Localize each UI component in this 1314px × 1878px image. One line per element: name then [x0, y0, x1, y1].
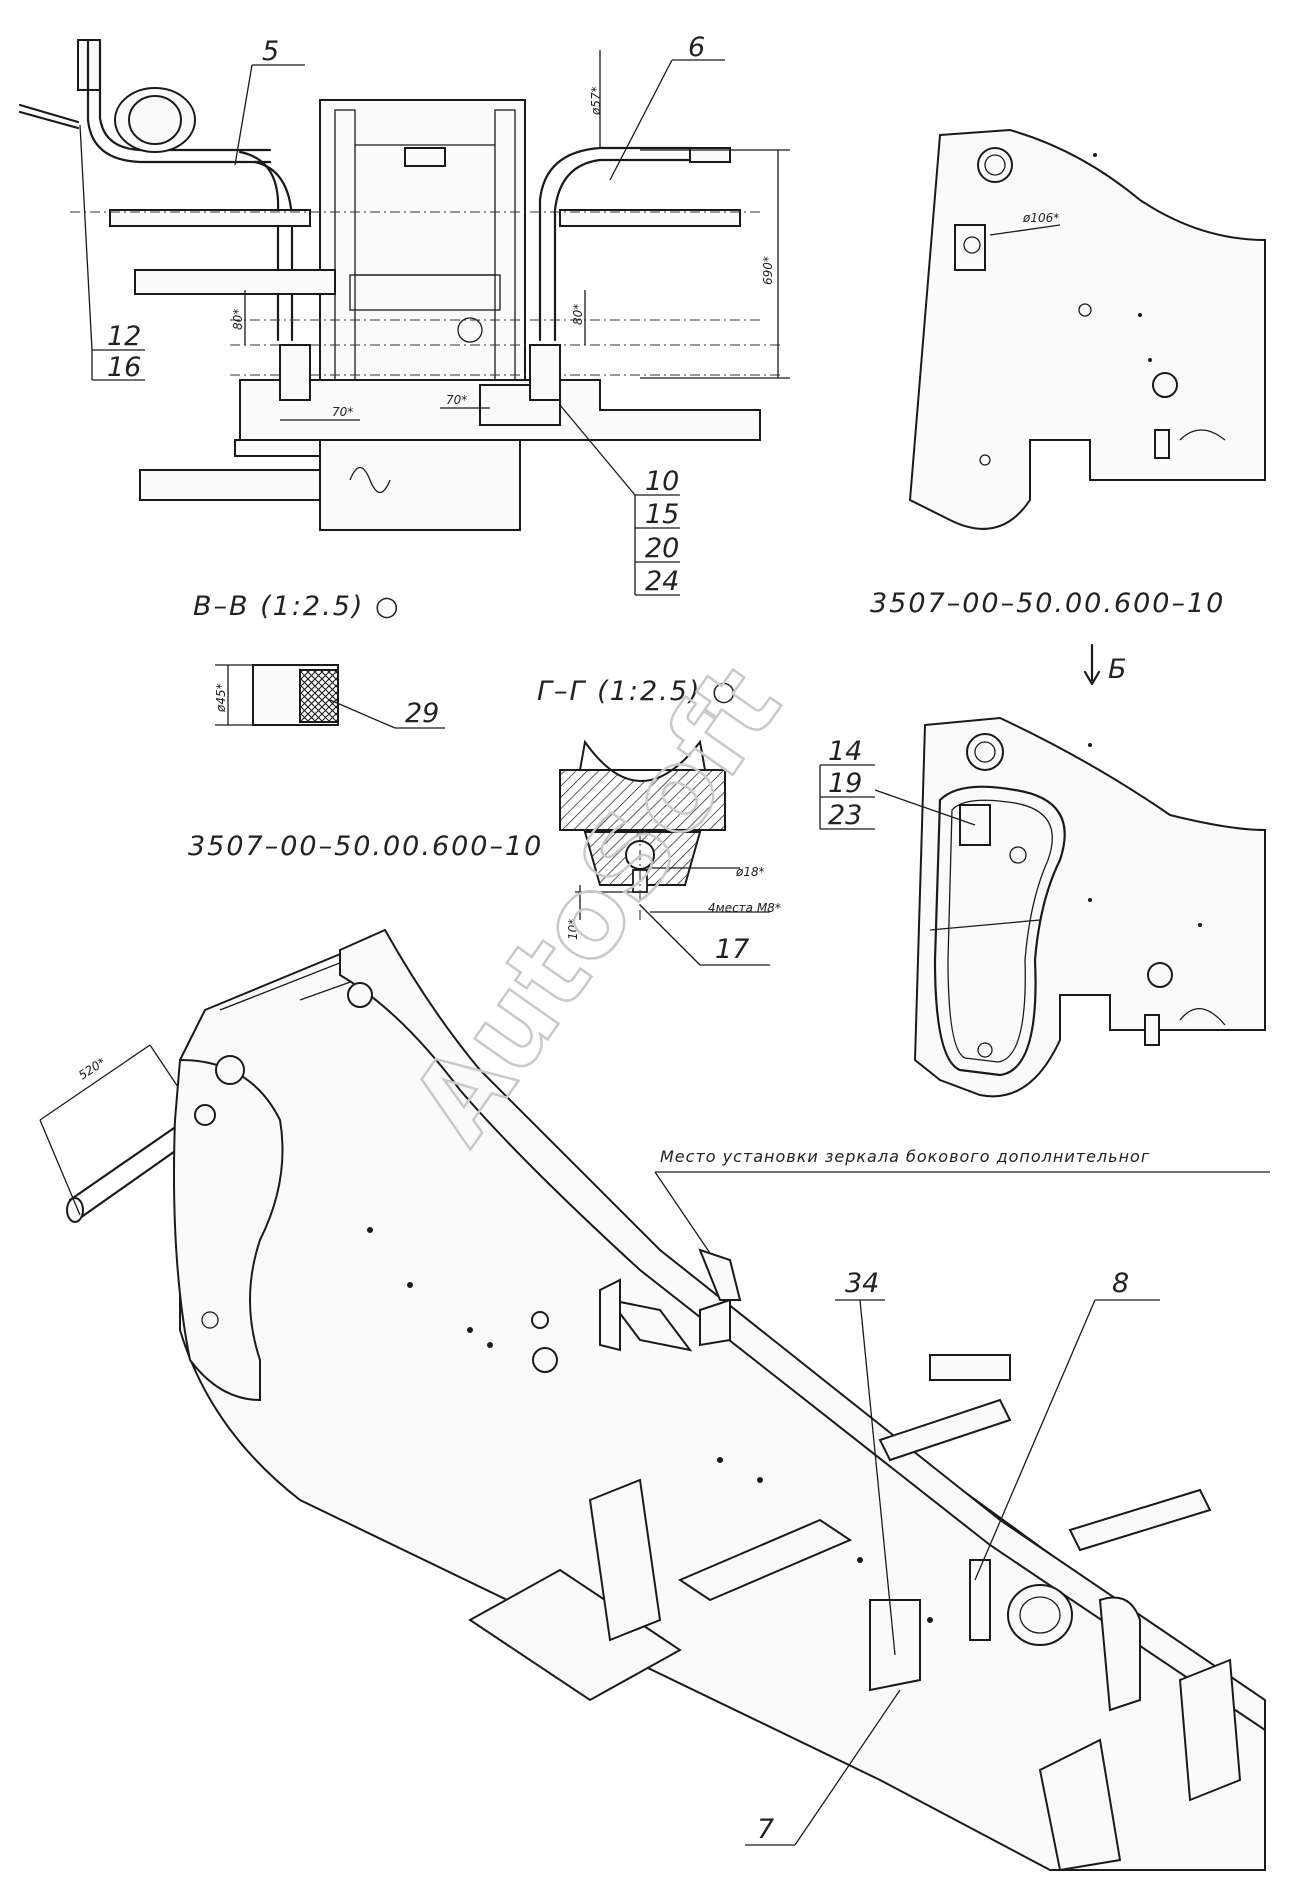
mirror-note: Место установки зеркала бокового дополни…: [660, 1147, 1150, 1166]
callout-8: 8: [1112, 1268, 1129, 1299]
dim-106: ø106*: [1022, 211, 1059, 225]
callout-16: 16: [107, 352, 141, 383]
dim-57: ø57*: [589, 86, 603, 116]
callout-15: 15: [645, 499, 679, 530]
part-number-left: 3507–00–50.00.600–10: [188, 831, 543, 862]
section-g-g: Г–Г (1:2.5) ○ 10* ø18* 4места М8* 17: [537, 676, 781, 966]
dim-690: 690*: [761, 256, 775, 285]
callout-23: 23: [828, 800, 862, 831]
callout-34: 34: [845, 1268, 879, 1299]
dim-70-left: 70*: [332, 405, 353, 419]
side-panel-view-b: 14 19 23 Место установки зеркала боковог…: [654, 716, 1270, 1291]
callout-29: 29: [405, 698, 439, 729]
callout-12: 12: [107, 321, 141, 352]
dim-80-right: 80*: [571, 304, 585, 325]
callout-7: 7: [757, 1814, 774, 1845]
part-number-right: 3507–00–50.00.600–10: [870, 588, 1225, 619]
dim-45: ø45*: [214, 683, 228, 713]
side-panel-view-top: ø106* 3507–00–50.00.600–10 Б: [870, 128, 1266, 686]
callout-10: 10: [645, 466, 679, 497]
thread-note: 4места М8*: [708, 901, 781, 915]
callout-19: 19: [828, 768, 862, 799]
section-v-title: В–В (1:2.5) ○: [193, 591, 401, 622]
dim-18: ø18*: [735, 865, 765, 879]
dim-10: 10*: [566, 919, 580, 940]
dim-520: 520*: [76, 1055, 108, 1082]
section-v-v: В–В (1:2.5) ○ ø45* 29 3507–00–50.00.600–…: [188, 591, 543, 862]
callout-17: 17: [715, 934, 749, 965]
callout-6: 6: [688, 32, 705, 63]
isometric-frame-view: 520*: [39, 928, 1266, 1872]
dim-70-right: 70*: [446, 393, 467, 407]
callout-14: 14: [828, 736, 862, 767]
dim-80-left: 80*: [231, 309, 245, 330]
callout-20: 20: [645, 533, 679, 564]
section-g-title: Г–Г (1:2.5) ○: [537, 676, 738, 707]
callout-5: 5: [262, 36, 279, 67]
callout-24: 24: [645, 566, 679, 597]
view-b-label: Б: [1108, 654, 1129, 685]
